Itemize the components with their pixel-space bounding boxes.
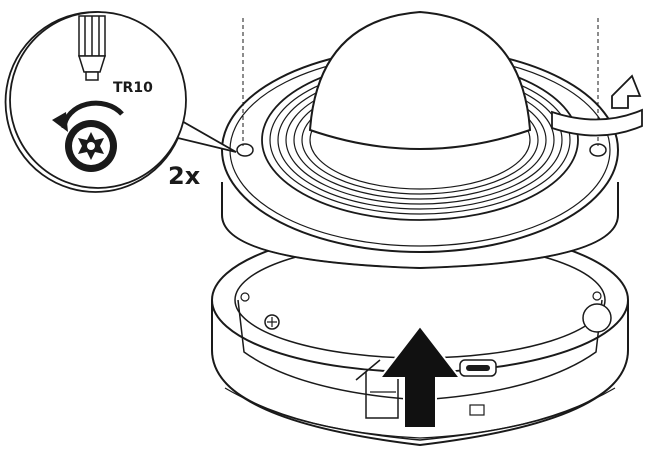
screw-callout: TR10 bbox=[4, 11, 237, 193]
torx-bit-icon bbox=[77, 15, 107, 81]
torx-screw-head-icon bbox=[65, 120, 117, 172]
bit-label: TR10 bbox=[113, 80, 153, 96]
rotate-arrow-icon bbox=[551, 74, 643, 137]
lift-up-arrow-icon bbox=[377, 324, 463, 429]
rotate-counterclockwise-icon bbox=[52, 100, 124, 132]
screw-count-label: 2x bbox=[168, 162, 201, 190]
dome-cover bbox=[221, 10, 619, 270]
